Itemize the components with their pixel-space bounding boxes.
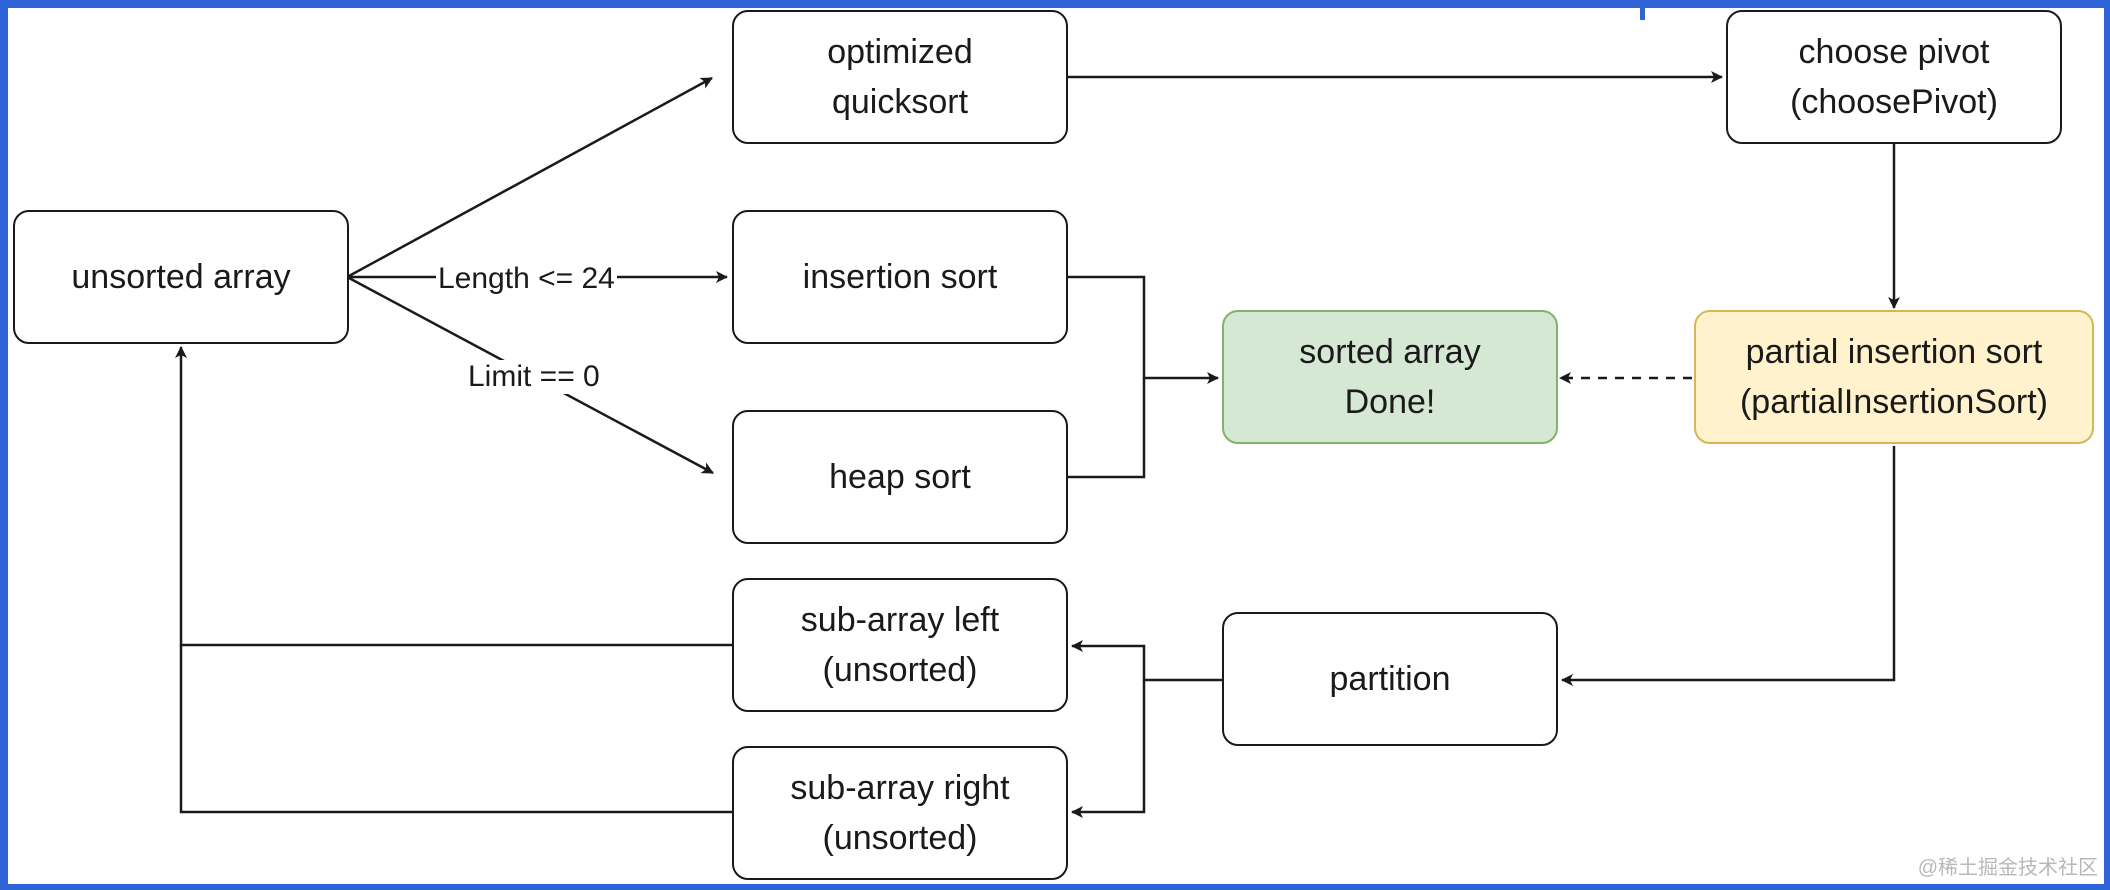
node-partial-insertion-sort: partial insertion sort (partialInsertion…: [1694, 310, 2094, 444]
node-sub-array-right: sub-array right (unsorted): [732, 746, 1068, 880]
edge-unsorted-to-quicksort: [348, 76, 713, 278]
node-unsorted-array: unsorted array: [13, 210, 349, 344]
node-label: unsorted array: [71, 258, 291, 296]
node-label: sub-array right: [790, 769, 1010, 807]
node-label: heap sort: [829, 458, 971, 496]
edge-right-to-unsorted: [179, 645, 732, 814]
node-sub-array-left: sub-array left (unsorted): [732, 578, 1068, 712]
node-label: sorted array: [1299, 333, 1481, 371]
watermark: @稀土掘金技术社区: [1917, 857, 2098, 879]
node-insertion-sort: insertion sort: [732, 210, 1068, 344]
node-partition: partition: [1222, 612, 1558, 746]
edge-left-to-unsorted: [175, 346, 732, 647]
node-label: insertion sort: [802, 258, 998, 296]
edge-heap-to-sorted: [1068, 378, 1146, 479]
node-sorted-array: sorted array Done!: [1222, 310, 1558, 444]
edge-insertion-to-sorted: [1068, 275, 1219, 384]
frame-right: [2104, 0, 2110, 890]
frame-bottom: [0, 884, 2110, 890]
node-label: (unsorted): [822, 651, 978, 689]
node-label: (partialInsertionSort): [1739, 383, 2048, 421]
node-label: quicksort: [831, 83, 969, 121]
frame-top: [0, 0, 2110, 8]
edge-label-length: Length <= 24: [436, 262, 617, 296]
node-heap-sort: heap sort: [732, 410, 1068, 544]
node-label: partial insertion sort: [1745, 333, 2043, 371]
frame-left: [0, 0, 8, 890]
edge-partial-to-partition: [1561, 446, 1896, 686]
edge-partition-to-left: [1071, 640, 1222, 682]
node-label: Done!: [1344, 383, 1436, 421]
node-label: (choosePivot): [1790, 83, 1998, 121]
edge-partition-to-right: [1071, 680, 1146, 818]
node-optimized-quicksort: optimized quicksort: [732, 10, 1068, 144]
node-choose-pivot: choose pivot (choosePivot): [1726, 10, 2062, 144]
node-label: sub-array left: [800, 601, 1000, 639]
node-label: (unsorted): [822, 819, 978, 857]
node-label: choose pivot: [1798, 33, 1990, 71]
edge-label-limit: Limit == 0: [466, 360, 602, 394]
node-label: optimized: [827, 33, 973, 71]
node-label: partition: [1329, 660, 1451, 698]
